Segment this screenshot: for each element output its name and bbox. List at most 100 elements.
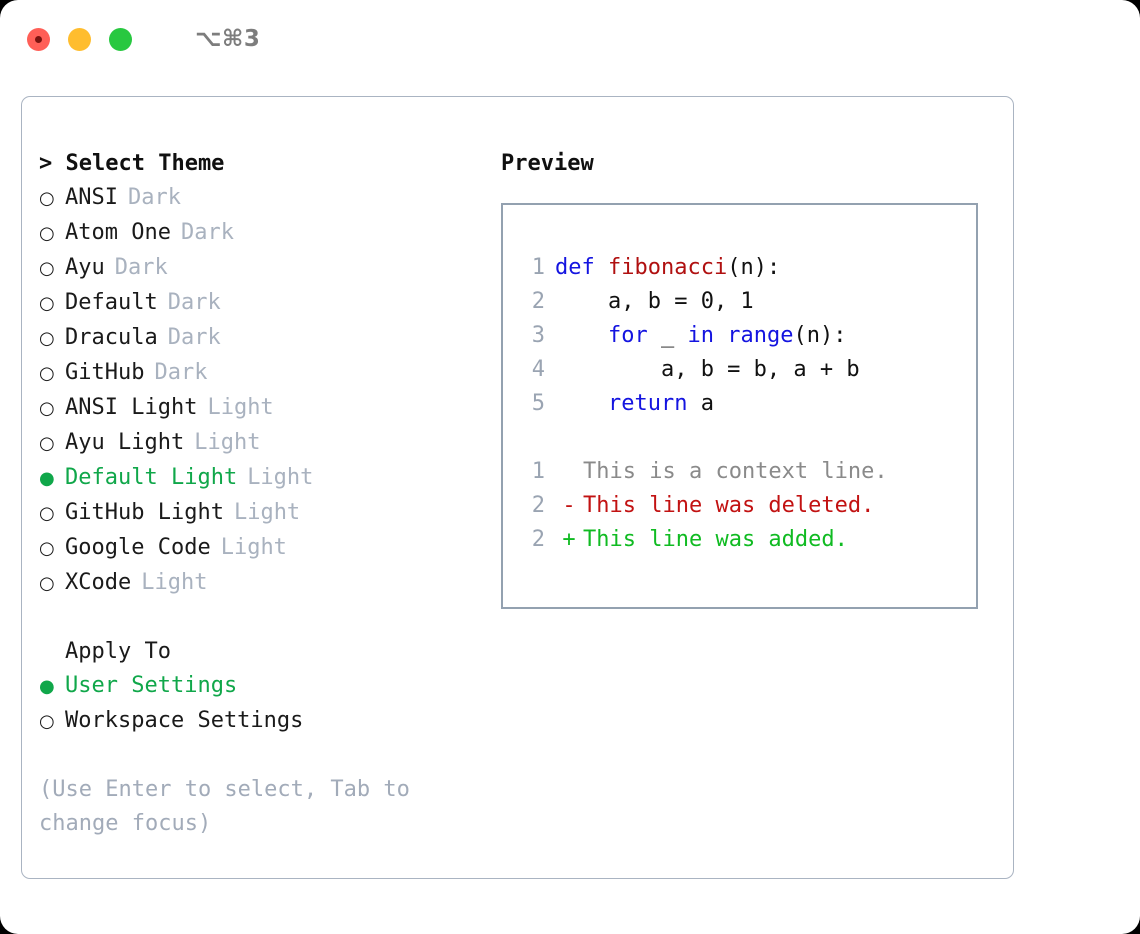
diff-line-del: 2-This line was deleted. (515, 489, 888, 523)
theme-item-github[interactable]: ○ GitHub Dark (39, 356, 479, 391)
radio-unselected-icon: ○ (39, 328, 55, 349)
theme-item-label: Dracula (65, 325, 158, 350)
radio-unselected-icon: ○ (39, 363, 55, 384)
diff-line-text: This is a context line. (583, 459, 888, 484)
theme-item-tag: Dark (154, 360, 208, 385)
keyboard-hint-text: (Use Enter to select, Tab to change focu… (39, 777, 410, 836)
radio-unselected-icon: ○ (39, 398, 55, 419)
code-line-content: a, b = b, a + b (555, 353, 860, 387)
radio-selected-icon: ● (39, 468, 55, 489)
diff-line-number: 2 (531, 527, 545, 552)
theme-item-label: Google Code (65, 535, 211, 560)
diff-line-number: 1 (531, 459, 545, 484)
code-token-txt: a (687, 391, 714, 416)
radio-selected-icon: ● (39, 676, 55, 697)
preview-heading: Preview (501, 151, 594, 176)
code-token-txt (714, 323, 727, 348)
radio-unselected-icon: ○ (39, 258, 55, 279)
code-token-kw: in (687, 323, 714, 348)
maximize-button[interactable] (109, 27, 132, 51)
diff-sign (555, 455, 583, 489)
code-token-txt: _ (647, 323, 688, 348)
code-line-number: 5 (531, 391, 545, 416)
theme-item-tag: Light (141, 570, 208, 595)
code-line-content: a, b = 0, 1 (555, 285, 754, 319)
code-token-txt (555, 323, 608, 348)
diff-line-context: 1 This is a context line. (515, 455, 888, 489)
code-token-kw: for (607, 323, 648, 348)
code-line: 2 a, b = 0, 1 (515, 285, 860, 319)
diff-sample: 1 This is a context line.2-This line was… (515, 455, 888, 557)
radio-unselected-icon: ○ (39, 293, 55, 314)
theme-item-label: Default (65, 290, 158, 315)
code-line-content: for _ in range(n): (555, 319, 846, 353)
radio-unselected-icon: ○ (39, 711, 55, 732)
code-token-fn: fibonacci (607, 255, 728, 280)
theme-item-label: ANSI Light (65, 395, 198, 420)
select-theme-heading: > Select Theme (39, 151, 225, 176)
theme-item-label: GitHub (65, 360, 145, 385)
minimize-button[interactable] (68, 27, 91, 51)
code-token-kw: def (555, 255, 608, 280)
theme-item-label: Default Light (65, 465, 238, 490)
list-gap (39, 601, 479, 635)
code-line: 3 for _ in range(n): (515, 319, 860, 353)
diff-sign: - (562, 493, 576, 518)
theme-item-ayu[interactable]: ○ Ayu Dark (39, 251, 479, 286)
radio-unselected-icon: ○ (39, 223, 55, 244)
theme-item-tag: Dark (127, 185, 181, 210)
apply-to-item-label: Workspace Settings (65, 708, 304, 733)
code-token-txt: (n): (727, 255, 781, 280)
code-line-number: 1 (531, 255, 545, 280)
diff-line-text: This line was added. (583, 527, 848, 552)
apply-to-item-label: User Settings (65, 673, 238, 698)
radio-unselected-icon: ○ (39, 503, 55, 524)
code-token-kw: return (607, 391, 688, 416)
theme-item-tag: Light (194, 430, 261, 455)
code-token-txt: a, b = b, a + b (555, 357, 860, 382)
radio-unselected-icon: ○ (39, 433, 55, 454)
code-line: 5 return a (515, 387, 860, 421)
theme-item-ansi[interactable]: ○ ANSI Dark (39, 181, 479, 216)
code-line-content: return a (555, 387, 714, 421)
theme-item-tag: Light (233, 500, 301, 525)
apply-to-heading: Apply To (65, 639, 171, 664)
close-button[interactable] (27, 27, 50, 51)
diff-line-number: 2 (531, 493, 545, 518)
theme-item-tag: Light (220, 535, 287, 560)
theme-item-label: GitHub Light (65, 500, 224, 525)
theme-item-tag: Dark (114, 255, 168, 280)
diff-line-add: 2+This line was added. (515, 523, 888, 557)
code-line-number: 3 (531, 323, 545, 348)
code-line: 4 a, b = b, a + b (515, 353, 860, 387)
code-token-txt (555, 391, 608, 416)
radio-unselected-icon: ○ (39, 573, 55, 594)
code-line-content: def fibonacci(n): (555, 251, 780, 285)
apply-to-list[interactable]: ● User Settings ○ Workspace Settings (39, 669, 479, 739)
apply-to-item-user-settings[interactable]: ● User Settings (39, 669, 479, 704)
theme-item-label: ANSI (65, 185, 118, 210)
keyboard-shortcut-label: ⌥⌘3 (195, 26, 261, 52)
code-line: 1 def fibonacci(n): (515, 251, 860, 285)
code-line-number: 4 (531, 357, 545, 382)
code-token-txt: a, b = 0, 1 (555, 289, 754, 314)
diff-line-text: This line was deleted. (583, 493, 875, 518)
radio-unselected-icon: ○ (39, 188, 55, 209)
theme-item-github-light[interactable]: ○ GitHub Light Light (39, 496, 479, 531)
theme-item-label: Atom One (65, 220, 171, 245)
code-token-txt: (n): (793, 323, 847, 348)
apply-to-item-workspace-settings[interactable]: ○ Workspace Settings (39, 704, 479, 739)
theme-item-label: Ayu (65, 255, 105, 280)
